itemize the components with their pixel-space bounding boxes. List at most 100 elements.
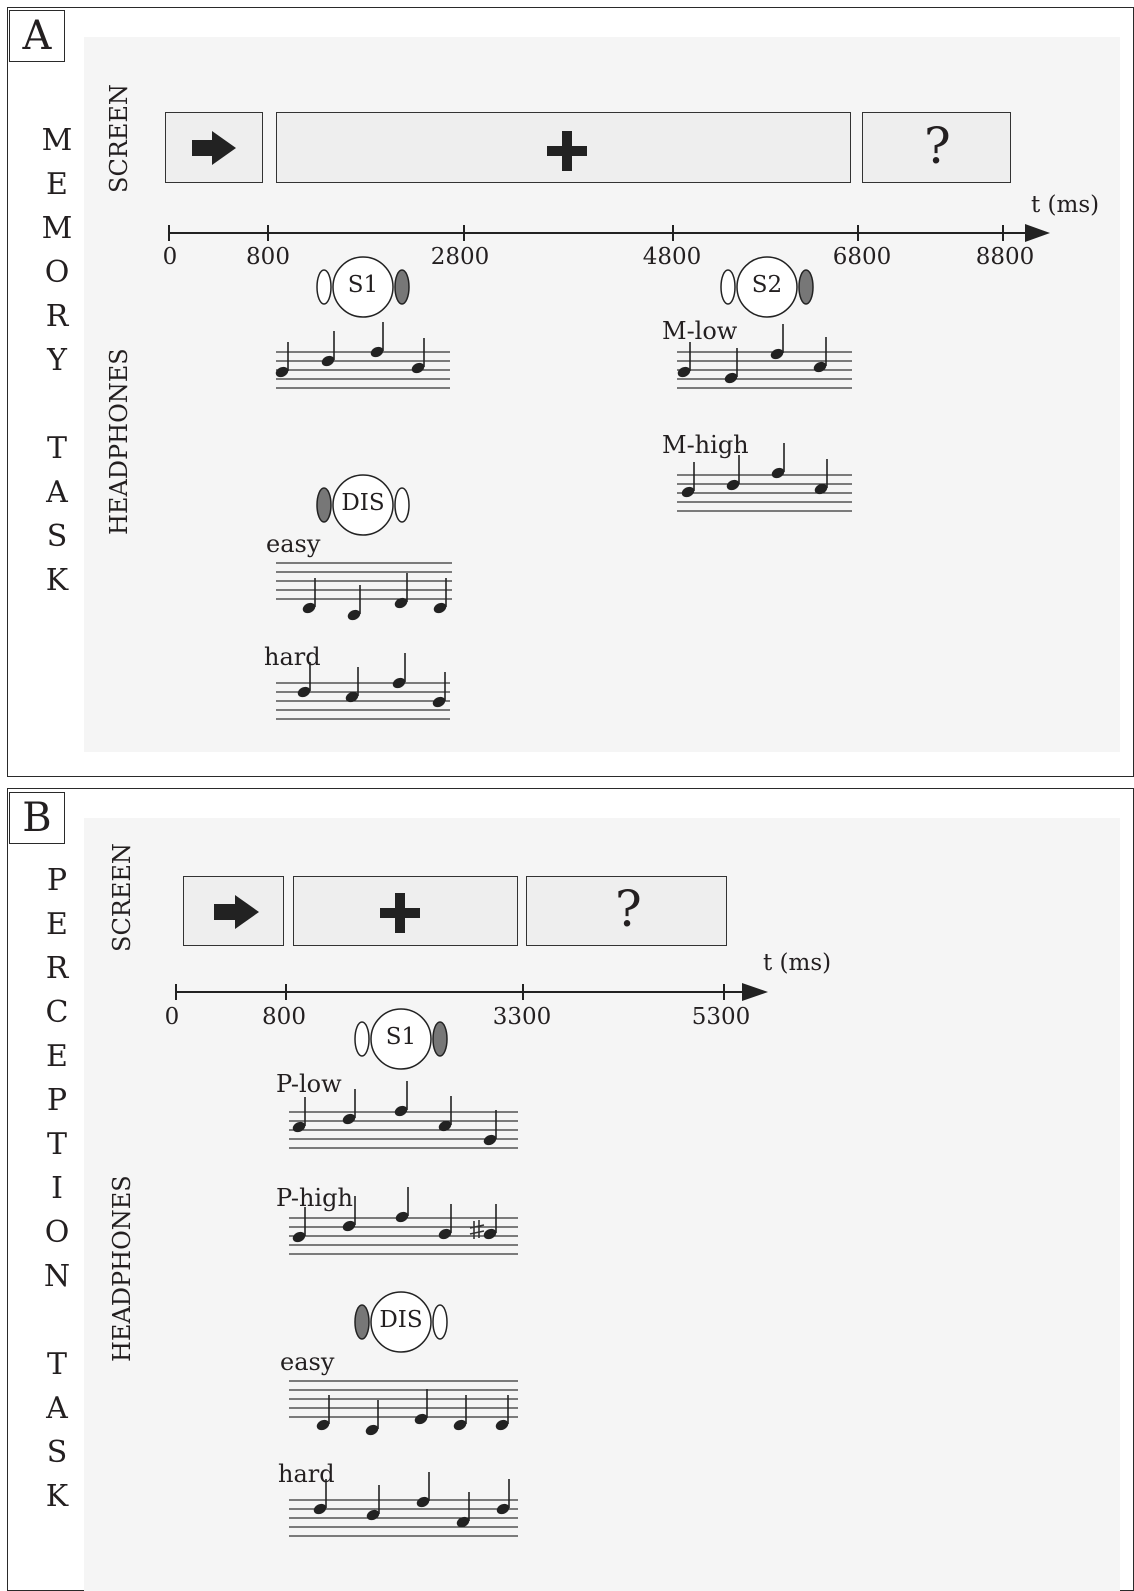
tick-label: 2800 bbox=[430, 244, 490, 270]
music-note-icon bbox=[483, 1204, 497, 1240]
title-letter: S bbox=[46, 1435, 68, 1470]
s2-label: S2 bbox=[751, 272, 783, 298]
music-note-icon bbox=[724, 348, 738, 384]
title-letter: M bbox=[41, 211, 73, 246]
p-low-label: P-low bbox=[276, 1070, 342, 1098]
music-note-icon bbox=[321, 331, 335, 367]
title-letter: M bbox=[41, 123, 73, 158]
music-note-icon bbox=[414, 1389, 428, 1425]
music-note-icon bbox=[395, 1187, 409, 1223]
title-letter: T bbox=[46, 431, 67, 466]
title-letter: R bbox=[45, 299, 69, 334]
music-note-icon bbox=[438, 1096, 452, 1132]
p-high-label: P-high bbox=[276, 1184, 353, 1212]
title-letter: A bbox=[46, 475, 68, 510]
tick-label: 0 bbox=[164, 1004, 180, 1030]
arrow-right-icon bbox=[214, 895, 259, 929]
title-letter: P bbox=[46, 863, 68, 898]
music-note-icon bbox=[438, 1204, 452, 1240]
dis-headphone-icon bbox=[354, 1291, 448, 1353]
title-letter: E bbox=[46, 1039, 68, 1074]
title-letter: K bbox=[45, 563, 69, 598]
music-note-icon bbox=[814, 459, 828, 495]
screen-question-box bbox=[862, 112, 1011, 183]
title-letter: A bbox=[46, 1391, 68, 1426]
staff-easy bbox=[289, 1380, 518, 1418]
staff-m-low bbox=[677, 351, 852, 389]
music-note-icon bbox=[411, 338, 425, 374]
panel-a-screen-icons bbox=[192, 131, 587, 171]
dis-headphone-icon bbox=[316, 474, 410, 536]
staff-easy bbox=[276, 562, 452, 600]
title-letter: Y bbox=[47, 343, 67, 378]
tick-label: 6800 bbox=[832, 244, 892, 270]
music-note-icon bbox=[292, 1207, 306, 1243]
s1-label: S1 bbox=[347, 272, 379, 298]
title-letter: O bbox=[44, 255, 70, 290]
tick-label: 5300 bbox=[691, 1004, 751, 1030]
dis-label: DIS bbox=[379, 1307, 423, 1333]
tick-label: 800 bbox=[246, 244, 290, 270]
music-note-icon bbox=[813, 337, 827, 373]
m-low-label: M-low bbox=[662, 317, 738, 345]
title-letter: T bbox=[46, 1127, 67, 1162]
dis-label: DIS bbox=[341, 490, 385, 516]
perception-task-title: P E R C E P T I O N T A S K bbox=[37, 866, 77, 1526]
music-note-icon bbox=[392, 653, 406, 689]
easy-label: easy bbox=[280, 1348, 335, 1376]
time-axis-label: t (ms) bbox=[1031, 192, 1100, 218]
music-note-icon bbox=[496, 1479, 510, 1515]
title-letter: N bbox=[43, 1259, 71, 1294]
music-note-icon bbox=[453, 1395, 467, 1431]
music-note-icon bbox=[313, 1479, 327, 1515]
music-note-icon bbox=[771, 443, 785, 479]
panel-a-letter: A bbox=[9, 10, 65, 62]
music-note-icon bbox=[297, 662, 311, 698]
title-letter: C bbox=[45, 995, 69, 1030]
title-letter: R bbox=[45, 951, 69, 986]
tick-label: 800 bbox=[262, 1004, 306, 1030]
tick-label: 3300 bbox=[492, 1004, 552, 1030]
hard-label: hard bbox=[278, 1460, 335, 1488]
music-note-icon bbox=[365, 1400, 379, 1436]
panel-a-headphones bbox=[316, 256, 814, 536]
music-note-icon bbox=[681, 462, 695, 498]
music-note-icon bbox=[394, 573, 408, 609]
music-note-icon bbox=[292, 1097, 306, 1133]
question-mark-icon: ? bbox=[924, 117, 951, 175]
panel-b-letter: B bbox=[9, 792, 65, 844]
s1-headphone-icon bbox=[354, 1008, 448, 1070]
s2-headphone-icon bbox=[720, 256, 814, 318]
music-note-icon bbox=[316, 1395, 330, 1431]
title-letter: E bbox=[46, 907, 68, 942]
music-note-icon bbox=[394, 1081, 408, 1117]
question-mark-icon: ? bbox=[615, 880, 642, 938]
staff-s1 bbox=[276, 351, 450, 389]
music-note-icon bbox=[416, 1472, 430, 1508]
arrow-right-icon bbox=[192, 131, 236, 165]
music-note-icon bbox=[726, 455, 740, 491]
title-letter: E bbox=[46, 167, 68, 202]
music-note-icon bbox=[347, 585, 361, 621]
plus-icon bbox=[380, 893, 420, 933]
music-note-icon bbox=[456, 1492, 470, 1528]
plus-icon bbox=[547, 131, 587, 171]
music-note-icon bbox=[495, 1395, 509, 1431]
axis-arrowhead bbox=[742, 983, 768, 1001]
music-note-icon bbox=[433, 578, 447, 614]
music-note-icon bbox=[345, 667, 359, 703]
panel-a-timeline bbox=[168, 224, 1050, 242]
music-note-icon bbox=[275, 342, 289, 378]
time-axis-label: t (ms) bbox=[763, 950, 832, 976]
tick-label: 4800 bbox=[642, 244, 702, 270]
tick-label: 8800 bbox=[975, 244, 1035, 270]
music-note-icon bbox=[770, 324, 784, 360]
s1-headphone-icon bbox=[316, 256, 410, 318]
title-letter: I bbox=[51, 1171, 63, 1206]
m-high-label: M-high bbox=[662, 431, 749, 459]
title-letter: O bbox=[44, 1215, 70, 1250]
